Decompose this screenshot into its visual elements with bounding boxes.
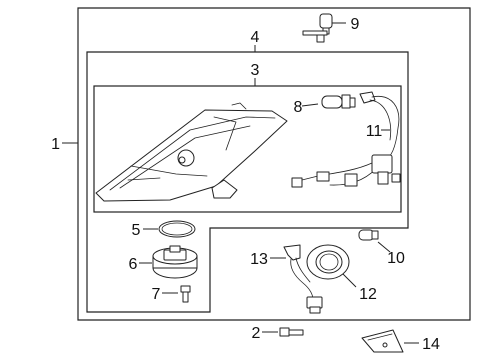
housing-subassembly-frame: [93, 85, 402, 213]
headlamp-assembly-frame: [86, 51, 409, 313]
bulb-part: [302, 13, 333, 43]
screw-part: [180, 285, 191, 303]
harness-part: [291, 91, 401, 188]
leader-8: [301, 103, 319, 107]
callout-12: 12: [359, 286, 377, 303]
harness-lead-part: [283, 244, 323, 314]
callout-3: 3: [251, 62, 260, 79]
callout-10: 10: [387, 250, 405, 267]
leader-12: [340, 271, 357, 288]
wedge-bulb-part: [358, 229, 379, 241]
callout-14: 14: [422, 336, 440, 353]
cover-part: [306, 244, 350, 280]
bracket-part: [361, 329, 404, 353]
bolt-part: [279, 327, 304, 337]
outer-assembly-frame: [77, 7, 471, 321]
callout-9: 9: [351, 16, 360, 33]
callout-6: 6: [129, 256, 138, 273]
callout-8: 8: [294, 99, 303, 116]
small-bulb-part: [321, 94, 356, 109]
o-ring-inner: [161, 222, 193, 236]
callout-5: 5: [132, 222, 141, 239]
headlamp-housing-part: [95, 102, 288, 202]
callout-11: 11: [366, 123, 383, 140]
leader-10: [377, 241, 391, 253]
callout-2: 2: [252, 325, 261, 342]
socket-part: [152, 245, 198, 279]
callout-7: 7: [152, 286, 161, 303]
callout-13: 13: [250, 251, 268, 268]
o-ring-part: [158, 220, 196, 238]
callout-1: 1: [51, 136, 60, 153]
callout-4: 4: [251, 29, 260, 46]
